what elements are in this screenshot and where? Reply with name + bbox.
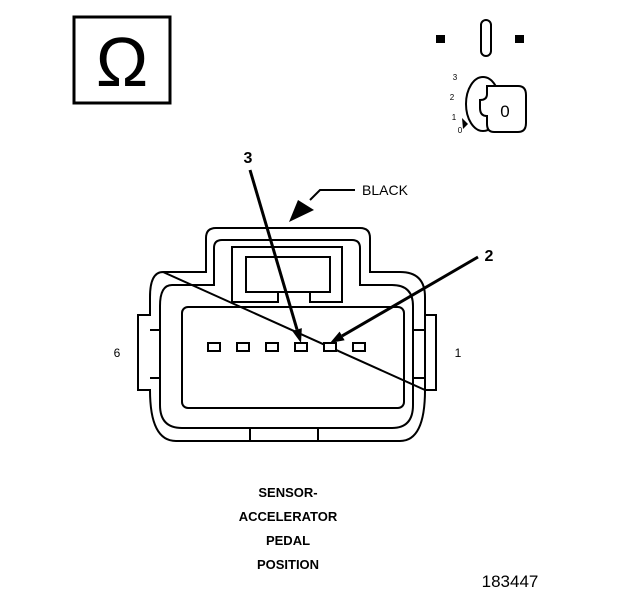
connector-latch-window bbox=[245, 256, 331, 293]
left-pin-marker bbox=[436, 35, 445, 43]
key-position-0: 0 bbox=[458, 126, 463, 135]
key-blade-icon bbox=[480, 19, 492, 57]
ohm-symbol-box: Ω bbox=[72, 15, 172, 105]
pin-callouts: 3 2 bbox=[244, 150, 494, 343]
caption-line-1: SENSOR- bbox=[258, 485, 317, 500]
pin-end-label-left: 6 bbox=[114, 346, 121, 360]
connector-pins bbox=[207, 342, 366, 352]
caption-line-2: ACCELERATOR bbox=[239, 509, 338, 524]
connector-inner-shell bbox=[159, 239, 414, 429]
pin-cavity-1 bbox=[352, 342, 366, 352]
key-position-label: 0 bbox=[500, 102, 509, 121]
pin-cavity-6 bbox=[207, 342, 221, 352]
figure-number: 183447 bbox=[482, 572, 539, 591]
key-position-1: 1 bbox=[452, 113, 457, 122]
ignition-key-switch: 0 3 2 1 0 bbox=[436, 19, 527, 135]
connector-bottom-ribs bbox=[249, 428, 319, 441]
connector-pin-face bbox=[181, 306, 405, 409]
callout-pin-3-arrowhead bbox=[292, 328, 302, 343]
ohm-icon: Ω bbox=[96, 23, 148, 101]
color-callout: BLACK bbox=[289, 182, 409, 222]
callout-pin-2-label: 2 bbox=[485, 248, 494, 265]
connector-body bbox=[137, 227, 437, 442]
color-leader-line bbox=[309, 189, 355, 201]
pin-end-label-right: 1 bbox=[455, 346, 462, 360]
pin-cavity-2 bbox=[323, 342, 337, 352]
callout-pin-3-label: 3 bbox=[244, 150, 253, 167]
component-caption: SENSOR- ACCELERATOR PEDAL POSITION bbox=[239, 485, 338, 572]
key-position-pointer-icon bbox=[462, 118, 468, 129]
right-pin-marker bbox=[515, 35, 524, 43]
callout-pin-2-line bbox=[341, 255, 479, 338]
caption-line-3: PEDAL bbox=[266, 533, 310, 548]
connector-side-ribs bbox=[150, 329, 425, 379]
color-leader-arrowhead bbox=[289, 200, 314, 222]
key-head-icon bbox=[479, 85, 527, 133]
pin-cavity-4 bbox=[265, 342, 279, 352]
key-position-3: 3 bbox=[453, 73, 458, 82]
caption-line-4: POSITION bbox=[257, 557, 319, 572]
callout-pin-3-line bbox=[248, 169, 299, 330]
pin-cavity-3 bbox=[294, 342, 308, 352]
pin-cavity-5 bbox=[236, 342, 250, 352]
ohm-box-frame bbox=[72, 15, 172, 105]
connector-color-label: BLACK bbox=[362, 182, 409, 198]
callout-pin-2-arrowhead bbox=[330, 331, 345, 343]
key-position-2: 2 bbox=[450, 93, 455, 102]
